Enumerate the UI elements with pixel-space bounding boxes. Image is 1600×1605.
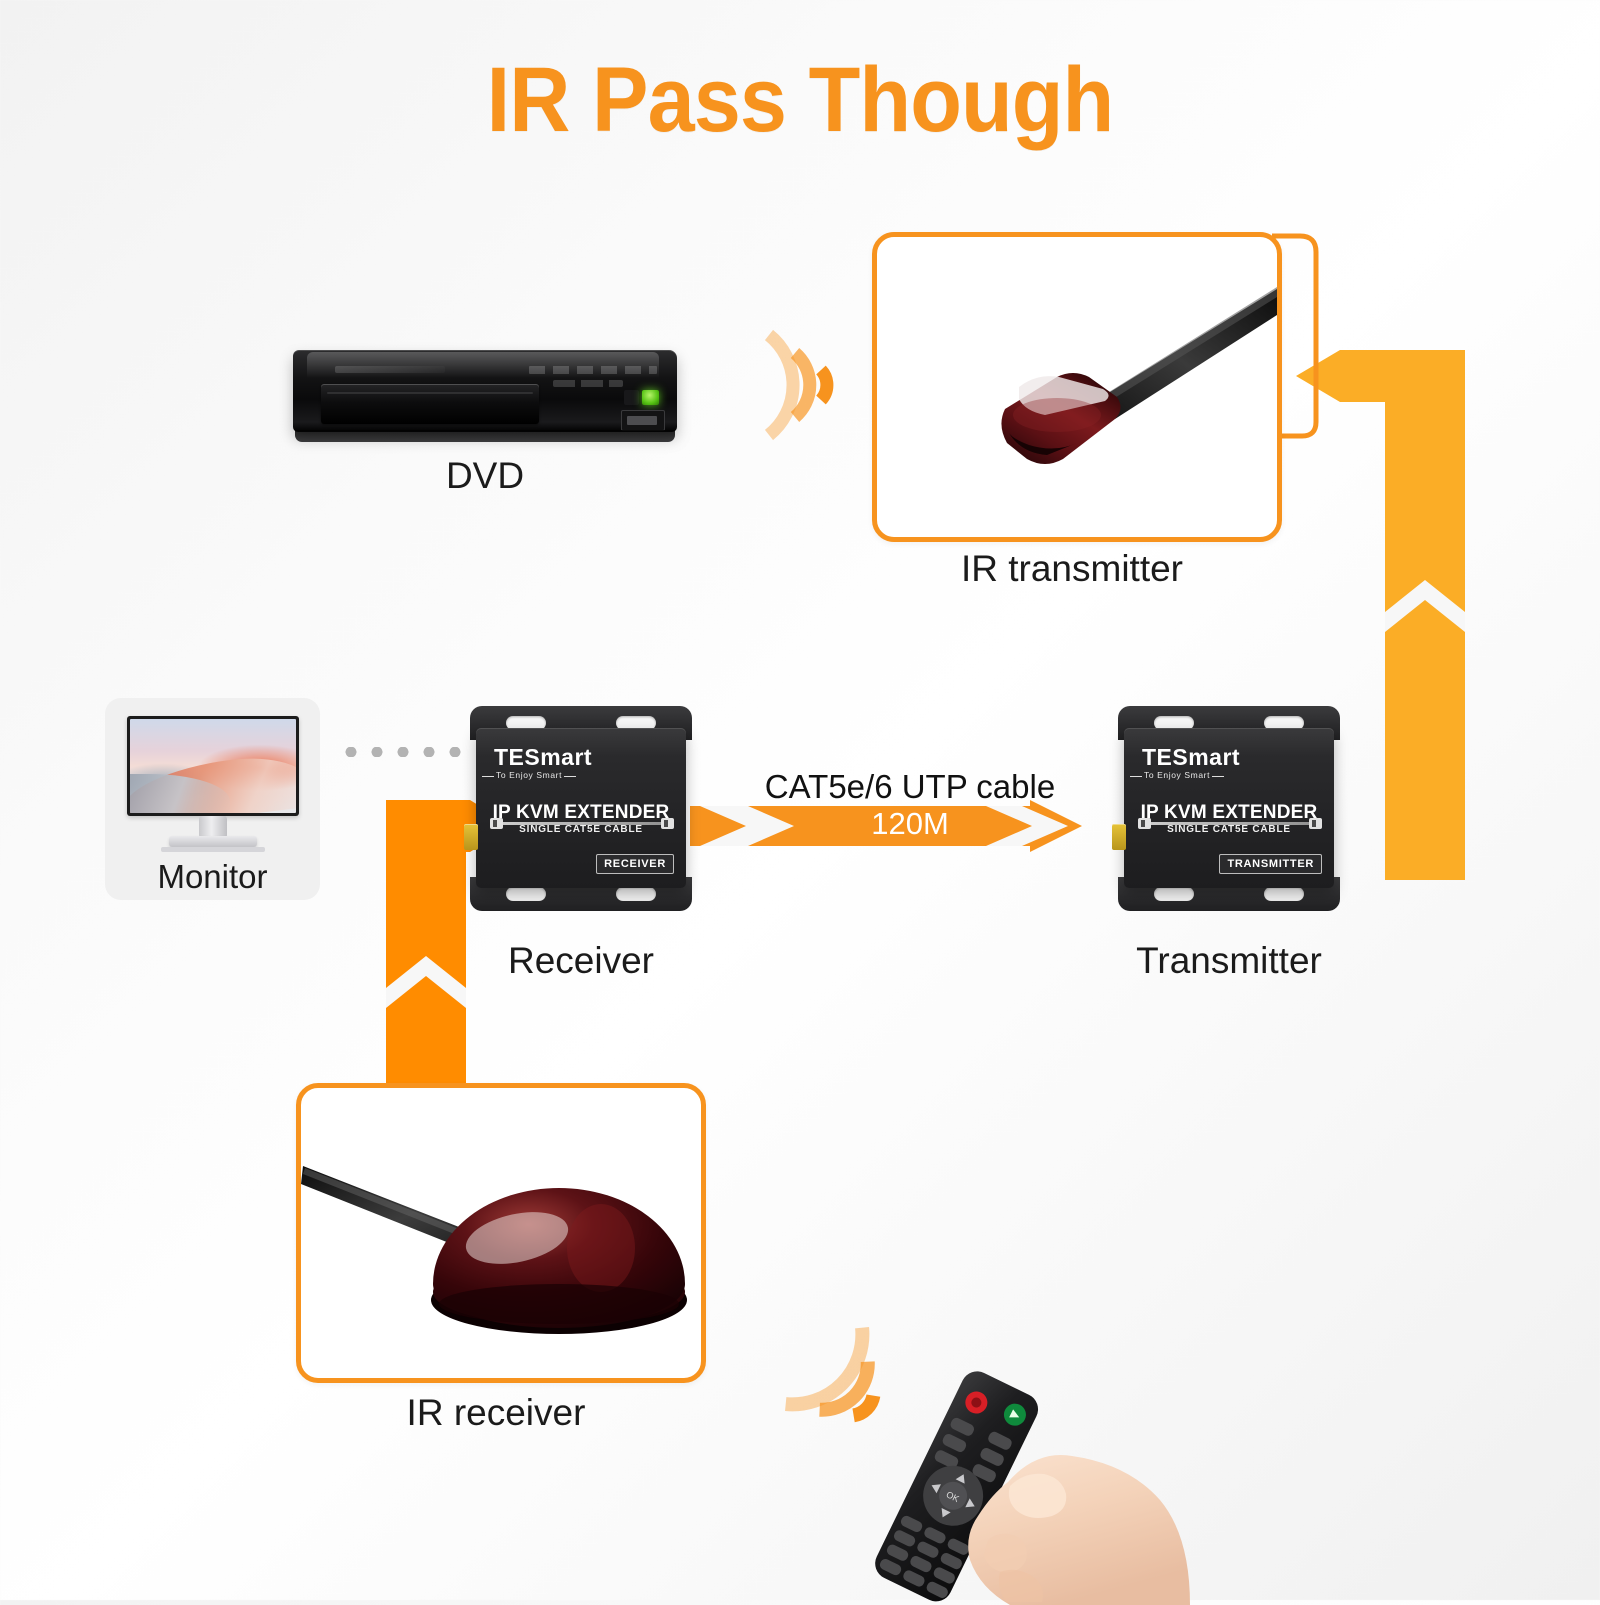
kvm-receiver-device: TESmart To Enjoy Smart IP KVM EXTENDER S… <box>464 706 692 911</box>
monitor-stand-neck <box>198 816 227 838</box>
model-name: IP KVM EXTENDER <box>1140 802 1318 823</box>
brand-tagline: To Enjoy Smart <box>481 770 577 780</box>
bracket-hole <box>506 887 546 901</box>
monitor-label: Monitor <box>157 858 268 895</box>
dvd-base <box>295 430 675 442</box>
thumb <box>1008 1473 1067 1518</box>
remote-body: OK <box>875 1371 1039 1602</box>
brand-tagline: To Enjoy Smart <box>1129 770 1225 780</box>
dvd-body <box>293 350 677 432</box>
remote-keypad <box>879 1515 969 1598</box>
bracket-hole <box>506 716 546 730</box>
dvd-top-sheen <box>307 352 659 378</box>
dvd-label: DVD <box>445 455 525 496</box>
antenna-connector <box>464 824 478 850</box>
dvd-player <box>285 338 685 458</box>
ir-receiver-photo <box>296 1083 706 1383</box>
bracket-hole <box>616 887 656 901</box>
rj45-plug-right-icon <box>1309 818 1322 829</box>
brand-logo: TESmart <box>1142 744 1241 770</box>
cable-label: CAT5e/6 UTP cable <box>764 768 1056 805</box>
dvd-tray-seam <box>327 392 533 394</box>
dvd-format-logos <box>529 366 657 374</box>
finger-lower <box>998 1569 1043 1602</box>
monitor-stand-foot <box>160 847 265 852</box>
dvd-power-led <box>642 390 659 405</box>
ir-transmitter-label: IR transmitter <box>960 548 1184 589</box>
ir-transmitter-emitter-art <box>1001 287 1277 464</box>
kvm-transmitter-device: TESmart To Enjoy Smart IP KVM EXTENDER S… <box>1112 706 1340 911</box>
remote-button-grid <box>934 1417 1012 1483</box>
bracket-hole <box>1154 887 1194 901</box>
model-subtitle: SINGLE CAT5E CABLE <box>1167 824 1291 835</box>
dvd-ir-sensor <box>624 390 639 405</box>
ir-transmitter-photo <box>872 232 1282 542</box>
ir-receiver-label: IR receiver <box>406 1392 586 1433</box>
bracket-hole <box>1154 716 1194 730</box>
antenna-connector <box>1112 824 1126 850</box>
bracket-hole <box>1264 887 1304 901</box>
monitor-stand-base <box>168 836 257 847</box>
dvd-disc-tray <box>321 384 539 424</box>
transmitter-role-badge: TRANSMITTER <box>1219 854 1322 874</box>
dvd-buttons <box>553 380 623 387</box>
page-title: IR Pass Though <box>486 49 1115 151</box>
finger-knuckle <box>984 1533 1027 1573</box>
dotted-connection-icon <box>338 747 466 757</box>
model-rule <box>1140 822 1320 825</box>
cable-distance-label: 120M <box>871 806 949 841</box>
transmitter-label: Transmitter <box>1136 940 1322 981</box>
model-name: IP KVM EXTENDER <box>492 802 670 823</box>
receiver-label: Receiver <box>508 940 654 981</box>
ir-signal-waves-icon <box>764 329 834 441</box>
ok-button <box>939 1481 968 1510</box>
ir-signal-waves-icon <box>785 1327 881 1423</box>
brand-logo: TESmart <box>494 744 593 770</box>
hand <box>968 1455 1190 1605</box>
bracket-hole <box>616 716 656 730</box>
monitor-wallpaper <box>130 719 296 813</box>
rj45-plug-right-icon <box>661 818 674 829</box>
receiver-role-badge: RECEIVER <box>596 854 674 874</box>
rj45-plug-left-icon <box>1138 818 1151 829</box>
receiver-faceplate: TESmart To Enjoy Smart IP KVM EXTENDER S… <box>476 728 686 888</box>
remote-control-in-hand: OK <box>875 1371 1190 1605</box>
transmitter-faceplate: TESmart To Enjoy Smart IP KVM EXTENDER S… <box>1124 728 1334 888</box>
dvd-usb-port <box>621 410 665 431</box>
dvd-brand-mark <box>335 366 445 373</box>
model-rule <box>492 822 672 825</box>
monitor-node: Monitor <box>105 698 320 900</box>
ir-receiver-dome-art <box>301 1166 687 1334</box>
rj45-plug-left-icon <box>490 818 503 829</box>
model-subtitle: SINGLE CAT5E CABLE <box>519 824 643 835</box>
bracket-hole <box>1264 716 1304 730</box>
monitor-screen <box>127 716 299 816</box>
